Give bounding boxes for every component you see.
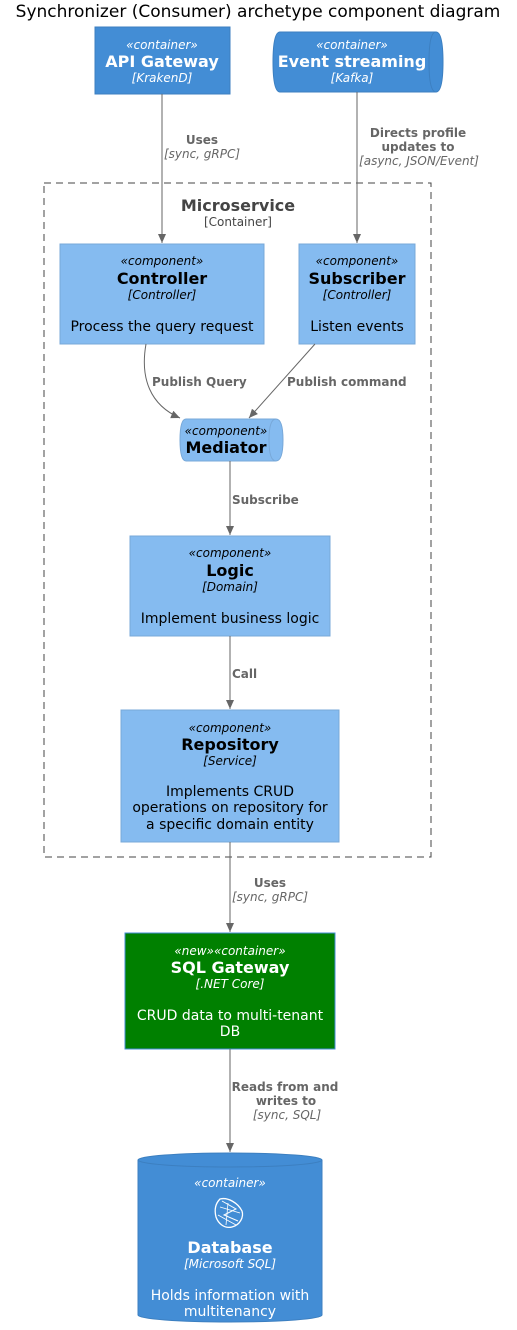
database-name: Database — [187, 1238, 272, 1257]
sql-gateway-container[interactable]: «new»«container» SQL Gateway [.NET Core]… — [124, 932, 336, 1050]
rel-tech: [sync, gRPC] — [164, 147, 240, 161]
event-streaming-tech: [Kafka] — [331, 71, 374, 85]
subscriber-tech: [Controller] — [323, 288, 392, 302]
rel-label: Reads from and — [232, 1080, 339, 1094]
subscriber-desc: Listen events — [310, 319, 404, 335]
database-desc-line: Holds information with — [151, 1288, 310, 1304]
repository-stereotype: «component» — [189, 721, 272, 735]
boundary-name: Microservice — [181, 196, 295, 215]
repository-desc-line: operations on repository for — [132, 800, 328, 816]
diagram-title: Synchronizer (Consumer) archetype compon… — [16, 2, 501, 22]
logic-component[interactable]: «component» Logic [Domain] Implement bus… — [129, 535, 331, 637]
sql-gateway-desc-line: DB — [220, 1024, 240, 1040]
rel-label: Publish Query — [152, 375, 247, 389]
sql-gateway-stereotype: «new»«container» — [174, 944, 285, 958]
rel-label: Uses — [186, 133, 218, 147]
logic-tech: [Domain] — [202, 580, 258, 594]
repository-desc-line: Implements CRUD — [166, 784, 294, 800]
event-streaming-stereotype: «container» — [316, 38, 388, 52]
mediator-name: Mediator — [185, 438, 266, 457]
controller-stereotype: «component» — [121, 254, 204, 268]
repository-name: Repository — [181, 735, 279, 754]
repository-component[interactable]: «component» Repository [Service] Impleme… — [120, 709, 340, 843]
repository-desc-line: a specific domain entity — [146, 817, 314, 833]
edge-subscriber-to-mediator — [248, 343, 316, 419]
rel-label: Directs profile — [370, 126, 466, 140]
controller-component[interactable]: «component» Controller [Controller] Proc… — [59, 243, 265, 345]
event-streaming-queue[interactable]: «container» Event streaming [Kafka] — [272, 31, 444, 93]
database-tech: [Microsoft SQL] — [184, 1257, 276, 1271]
logic-name: Logic — [206, 561, 254, 580]
rel-tech: [async, JSON/Event] — [359, 154, 479, 168]
subscriber-component[interactable]: «component» Subscriber [Controller] List… — [298, 243, 416, 345]
logic-desc: Implement business logic — [141, 611, 320, 627]
mediator-queue[interactable]: «component» Mediator — [179, 418, 284, 462]
subscriber-stereotype: «component» — [316, 254, 399, 268]
sql-gateway-desc-line: CRUD data to multi-tenant — [137, 1008, 324, 1024]
rel-tech: [sync, SQL] — [253, 1108, 322, 1122]
repository-tech: [Service] — [203, 754, 257, 768]
rel-label: Publish command — [287, 375, 407, 389]
database-container[interactable]: «container» Database [Microsoft SQL] Hol… — [137, 1152, 323, 1323]
controller-name: Controller — [117, 269, 207, 288]
api-gateway-stereotype: «container» — [126, 38, 198, 52]
microservice-boundary — [43, 182, 432, 858]
rel-label: Uses — [254, 876, 286, 890]
rel-label: updates to — [382, 140, 455, 154]
rel-tech: [sync, gRPC] — [232, 890, 308, 904]
database-desc-line: multitenancy — [184, 1304, 276, 1320]
mediator-stereotype: «component» — [185, 424, 268, 438]
boundary-type: [Container] — [204, 215, 272, 229]
api-gateway-name: API Gateway — [105, 52, 219, 71]
api-gateway-tech: [KrakenD] — [132, 71, 193, 85]
event-streaming-name: Event streaming — [278, 52, 427, 71]
logic-stereotype: «component» — [189, 546, 272, 560]
edge-controller-to-mediator — [143, 343, 181, 419]
controller-desc: Process the query request — [70, 319, 254, 335]
sql-gateway-name: SQL Gateway — [171, 958, 290, 977]
sql-server-icon — [214, 1197, 244, 1229]
sql-gateway-tech: [.NET Core] — [196, 977, 265, 991]
controller-tech: [Controller] — [128, 288, 197, 302]
rel-label: Call — [232, 667, 257, 681]
subscriber-name: Subscriber — [309, 269, 406, 288]
api-gateway-container[interactable]: «container» API Gateway [KrakenD] — [94, 26, 231, 95]
rel-label: Subscribe — [232, 493, 299, 507]
rel-label: writes to — [256, 1094, 316, 1108]
database-stereotype: «container» — [194, 1176, 266, 1190]
